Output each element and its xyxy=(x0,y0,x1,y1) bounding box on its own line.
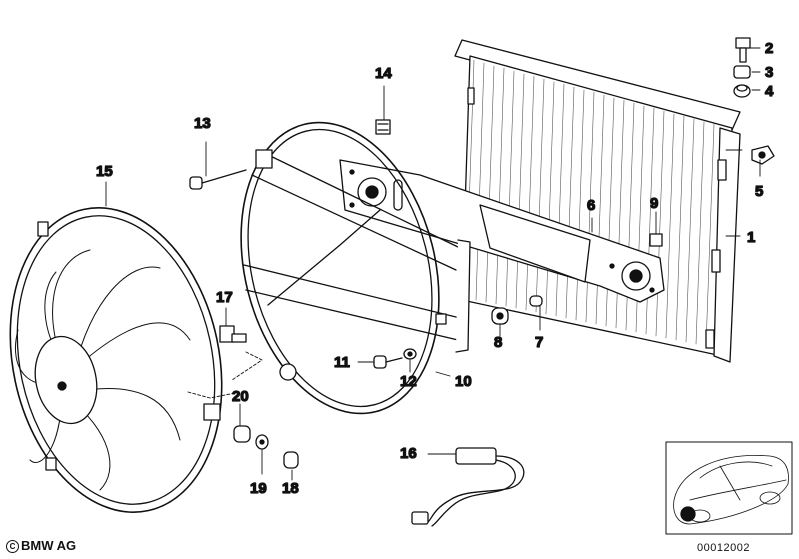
bolt-part-2 xyxy=(735,37,751,63)
document-number: 00012002 xyxy=(697,542,750,554)
callout-12: 12 xyxy=(400,373,417,390)
washer-part-19 xyxy=(255,434,269,450)
callout-16: 16 xyxy=(400,445,417,462)
callout-1: 1 xyxy=(747,229,755,246)
callout-2: 2 xyxy=(765,40,773,57)
fan-support-bracket xyxy=(339,159,665,303)
bushing-part-3 xyxy=(733,65,751,79)
leader-lines xyxy=(105,47,761,481)
callout-11: 11 xyxy=(334,354,350,371)
grommet-part-20 xyxy=(233,425,251,443)
rubber-mount-part-18 xyxy=(283,451,299,469)
callout-9: 9 xyxy=(650,195,658,212)
vehicle-locator-thumbnail xyxy=(665,441,793,535)
callout-7: 7 xyxy=(535,334,543,351)
fan-resistor-harness xyxy=(411,447,525,527)
callout-19: 19 xyxy=(250,480,267,497)
location-marker-icon xyxy=(680,506,696,522)
screw-part-11 xyxy=(373,355,403,369)
copyright-text: BMW AG xyxy=(21,538,77,553)
callout-18: 18 xyxy=(282,480,299,497)
callout-15: 15 xyxy=(96,163,113,180)
stud-part-17 xyxy=(219,325,247,343)
callout-17: 17 xyxy=(216,289,233,306)
callout-8: 8 xyxy=(494,334,502,351)
clip-part-5 xyxy=(751,145,775,165)
callout-6: 6 xyxy=(587,197,595,214)
electric-fan xyxy=(9,207,223,513)
washer-part-12 xyxy=(403,348,417,360)
callout-14: 14 xyxy=(375,65,392,82)
grommet-part-4 xyxy=(733,84,751,98)
callout-13: 13 xyxy=(194,115,211,132)
callout-5: 5 xyxy=(755,183,763,200)
screw-part-13 xyxy=(189,169,247,190)
bushing-part-8 xyxy=(491,307,509,325)
clip-part-14 xyxy=(375,119,391,135)
callout-4: 4 xyxy=(765,83,774,100)
fan-shroud xyxy=(240,121,471,415)
clip-part-9 xyxy=(649,233,663,247)
callout-10: 10 xyxy=(455,373,472,390)
callout-labels: 1 2 3 4 5 6 7 8 9 10 11 12 13 14 15 16 1… xyxy=(95,39,774,497)
callout-3: 3 xyxy=(765,64,773,81)
callout-20: 20 xyxy=(232,388,249,405)
copyright-icon: C xyxy=(6,540,19,553)
radiator-condenser xyxy=(454,39,741,363)
spacer-part-7 xyxy=(529,295,543,307)
